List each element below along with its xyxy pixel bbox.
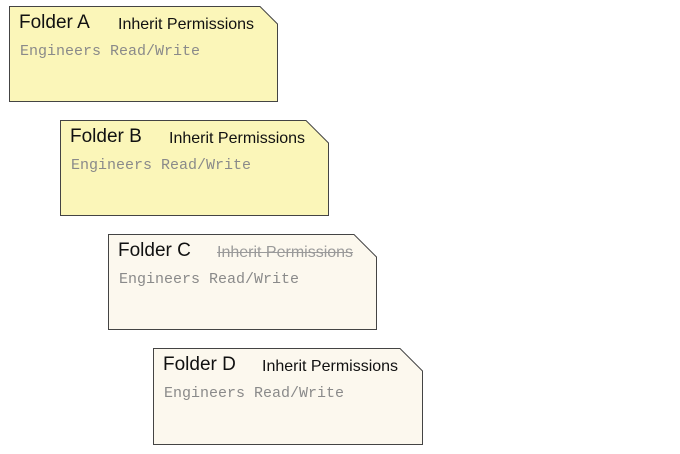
folder-d-permission: Engineers Read/Write [164, 385, 345, 402]
folder-a-inherit-permissions: Inherit Permissions [118, 16, 255, 33]
folder-d-inherit-permissions: Inherit Permissions [262, 358, 399, 375]
folder-b-shape [60, 120, 329, 216]
folder-d-title: Folder D [163, 354, 236, 375]
folder-c-title: Folder C [118, 240, 191, 261]
folder-c-permission: Engineers Read/Write [119, 271, 300, 288]
folder-a-shape [9, 6, 278, 102]
folder-c-shape [108, 234, 377, 330]
folder-c-inherit-permissions-disabled: Inherit Permissions [217, 244, 354, 261]
folder-a-title: Folder A [19, 12, 90, 33]
folder-b-permission: Engineers Read/Write [71, 157, 252, 174]
folder-d-card[interactable]: Folder D Inherit Permissions Engineers R… [153, 348, 423, 445]
folder-b-card[interactable]: Folder B Inherit Permissions Engineers R… [60, 120, 329, 216]
folder-a-card[interactable]: Folder A Inherit Permissions Engineers R… [9, 6, 278, 102]
folder-b-inherit-permissions: Inherit Permissions [169, 130, 306, 147]
folder-b-title: Folder B [70, 126, 142, 147]
folder-a-permission: Engineers Read/Write [20, 43, 201, 60]
folder-d-shape [153, 348, 423, 445]
folder-c-card[interactable]: Folder C Inherit Permissions Engineers R… [108, 234, 377, 330]
